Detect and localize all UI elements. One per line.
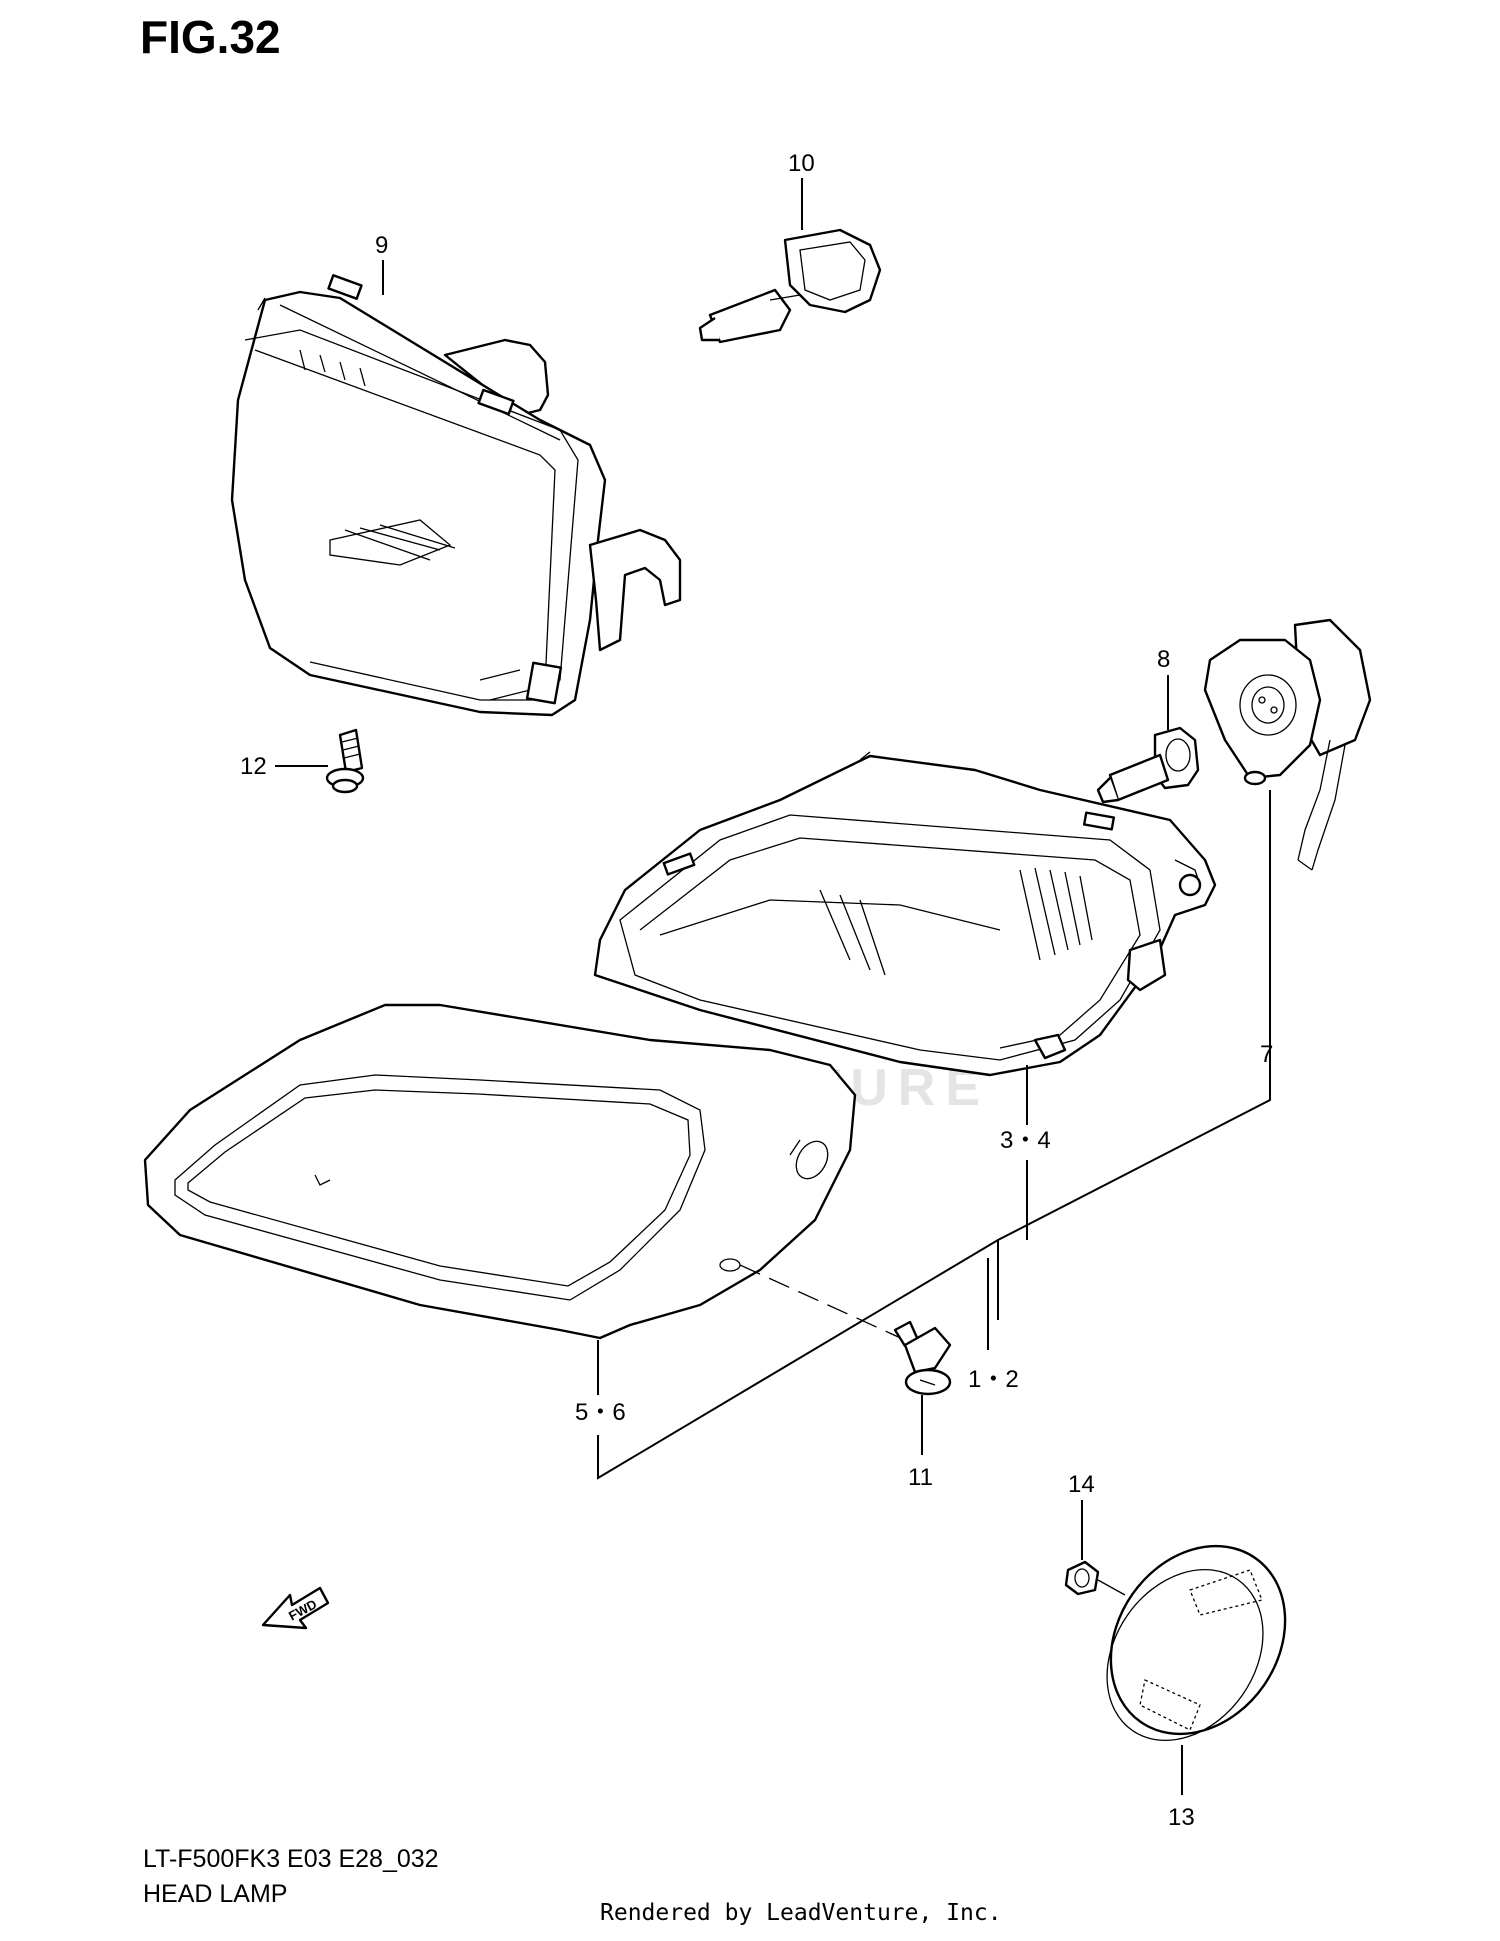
alignment-dashed-line <box>739 1264 906 1341</box>
bulb-8-icon[interactable] <box>1096 726 1200 804</box>
reflector-13-icon[interactable] <box>1075 1512 1321 1770</box>
bulb-10-icon[interactable] <box>698 228 882 344</box>
callout-9: 9 <box>375 232 388 259</box>
leader-7 <box>997 790 1271 1320</box>
callout-10: 10 <box>788 150 815 177</box>
model-code: LT-F500FK3 E03 E28_032 <box>143 1845 439 1873</box>
callout-5-6: 5・6 <box>575 1399 626 1426</box>
render-credit: Rendered by LeadVenture, Inc. <box>600 1900 1002 1926</box>
headlamp-assy-9-icon[interactable] <box>230 274 682 717</box>
fwd-arrow-icon: FWD <box>261 1586 330 1630</box>
leader-5-6-bottom <box>597 1239 999 1480</box>
screw-12-icon[interactable] <box>325 728 365 794</box>
callout-8: 8 <box>1157 646 1170 673</box>
lens-housing-3-4-icon[interactable] <box>593 751 1217 1077</box>
callout-11: 11 <box>908 1464 933 1491</box>
callout-14: 14 <box>1068 1471 1095 1498</box>
section-name: HEAD LAMP <box>143 1880 288 1908</box>
callout-12: 12 <box>240 753 267 780</box>
callout-7: 7 <box>1260 1041 1273 1068</box>
callout-13: 13 <box>1168 1804 1195 1831</box>
callout-3-4: 3・4 <box>1000 1127 1051 1154</box>
callout-1-2: 1・2 <box>968 1366 1019 1393</box>
leader-14-to-13 <box>1097 1579 1126 1596</box>
figure-title: FIG.32 <box>140 11 281 63</box>
socket-7-icon[interactable] <box>1203 618 1372 871</box>
clip-11-icon[interactable] <box>893 1320 952 1396</box>
nut-14-icon[interactable] <box>1064 1560 1100 1596</box>
bezel-5-6-icon[interactable] <box>143 1003 857 1340</box>
